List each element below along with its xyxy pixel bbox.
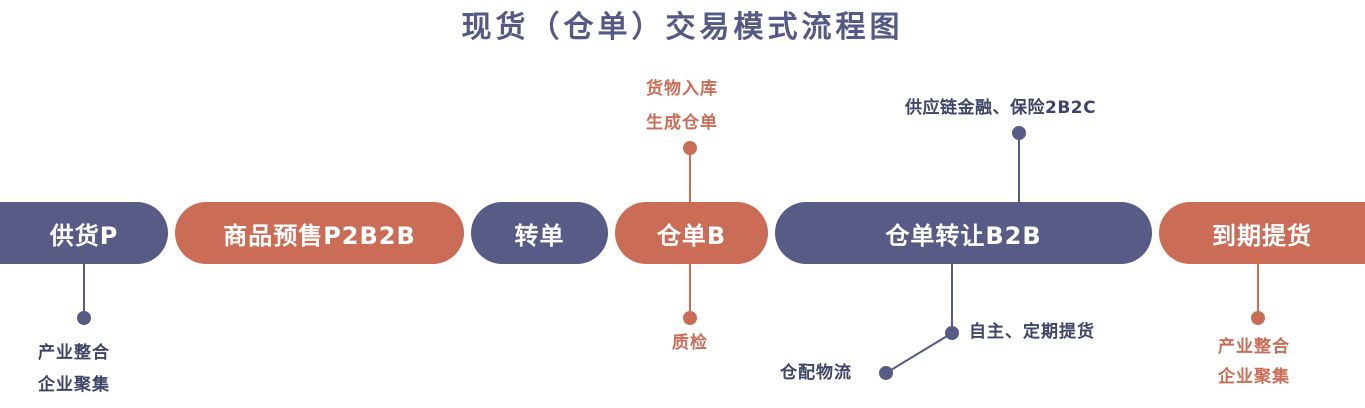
warehouse-up-dot [683,141,697,155]
pickup-note-line: 产业整合 [1218,337,1290,357]
pickup-note: 产业整合 企业聚集 [1218,332,1290,392]
stage-label: 转单 [514,221,565,250]
pickup-note-line: 企业聚集 [1218,367,1290,387]
supply-note-line: 产业整合 [38,343,110,363]
transfer-up-dot [1012,126,1026,140]
supply-note-line: 企业聚集 [38,375,110,395]
supply-dot [77,311,91,325]
transfer-down-connector [885,264,953,374]
transfer-above-note: 供应链金融、保险2B2C [905,98,1097,118]
supply-note: 产业整合 企业聚集 [38,337,110,401]
stage-label: 仓单转让B2B [885,221,1042,250]
pickup-dot [1251,311,1265,325]
transfer-down-dot-2 [879,366,893,380]
stage-label: 商品预售P2B2B [223,221,416,250]
stage-receipt-transfer: 仓单转让B2B [775,202,1152,264]
stage-label: 到期提货 [1212,221,1312,250]
warehouse-down-dot [683,311,697,325]
transfer-below-note-2: 仓配物流 [780,363,852,383]
warehouse-above-line: 生成仓单 [646,113,718,133]
stage-pickup: 到期提货 [1159,202,1365,264]
stage-label: 供货P [49,221,119,250]
transfer-down-dot-1 [945,326,959,340]
stage-label: 仓单B [656,221,727,250]
warehouse-above-note: 货物入库 生成仓单 [646,72,718,140]
warehouse-below-note: 质检 [672,333,708,353]
stage-transfer-order: 转单 [471,202,608,264]
diagram-title: 现货（仓单）交易模式流程图 [461,10,904,45]
stage-warehouse-receipt: 仓单B [615,202,768,264]
warehouse-above-line: 货物入库 [646,79,718,99]
stage-presale: 商品预售P2B2B [175,202,464,264]
transfer-below-note-1: 自主、定期提货 [969,322,1095,342]
stage-supply: 供货P [0,202,168,264]
